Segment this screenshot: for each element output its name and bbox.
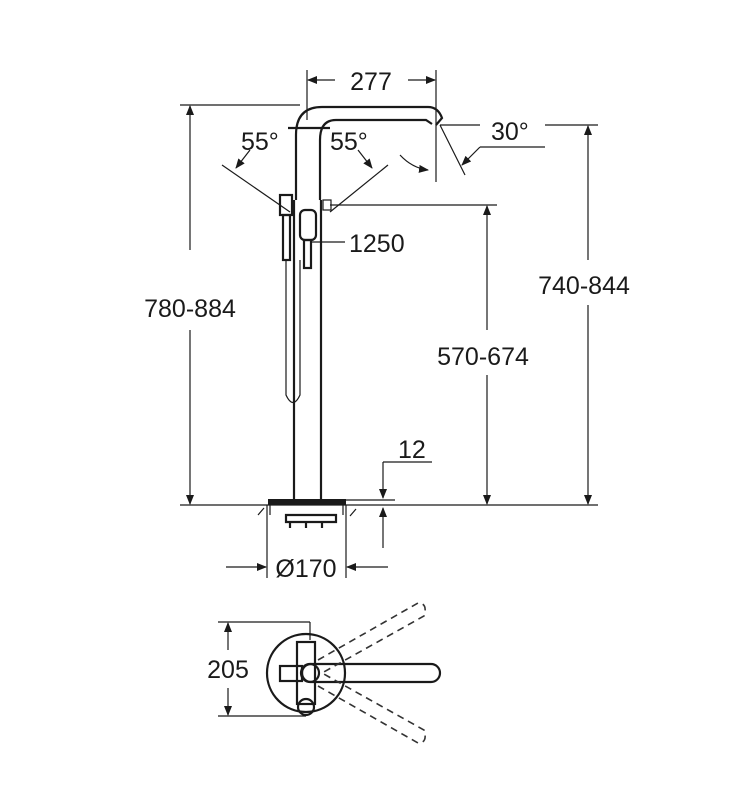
plan-depth-dimension: 205 (207, 621, 311, 717)
spout-reach-label: 277 (350, 68, 392, 96)
spout-height-dimension: 740-844 (528, 124, 640, 505)
total-height-dimension: 780-884 (135, 104, 300, 505)
spout-reach-dimension: 277 (306, 68, 437, 182)
spout-height-label: 740-844 (538, 272, 630, 300)
holder-height-dimension: 570-674 (330, 204, 540, 505)
base-diameter-dimension: Ø170 (226, 505, 388, 583)
faucet-elevation (257, 105, 444, 528)
faucet-plan-view (265, 602, 442, 744)
holder-height-label: 570-674 (437, 343, 529, 371)
base-diameter-label: Ø170 (275, 555, 336, 583)
floor-offset-dimension: 12 (345, 436, 432, 548)
hose-length-dimension: 1250 (310, 230, 405, 258)
spout-angle-label: 30° (491, 118, 529, 146)
plan-depth-label: 205 (207, 656, 249, 684)
spout-angle-dimension: 30° (399, 118, 545, 176)
right-angle-label: 55° (330, 128, 368, 156)
handle-angle-dimensions: 55° 55° (221, 128, 389, 213)
hose-length-label: 1250 (349, 230, 405, 258)
floor-offset-label: 12 (398, 436, 426, 464)
left-angle-label: 55° (241, 128, 279, 156)
total-height-label: 780-884 (144, 295, 236, 323)
